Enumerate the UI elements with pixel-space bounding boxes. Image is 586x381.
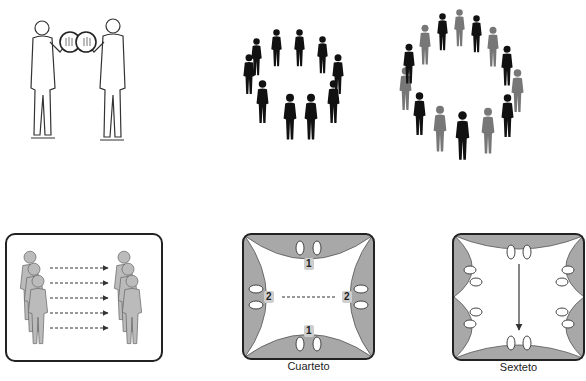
- callout-number: 1: [304, 325, 314, 337]
- panel-caption: Sexteto: [454, 361, 583, 373]
- circle-of-people: [400, 9, 524, 160]
- panel-caption: Cuarteto: [244, 360, 373, 372]
- callout-number: 2: [264, 291, 274, 303]
- callout-number: 1: [304, 258, 314, 270]
- callout-number: 2: [342, 291, 352, 303]
- quartet-view: [243, 234, 374, 359]
- lines-panel: [6, 234, 162, 361]
- figure-panel: Sexteto: [452, 233, 585, 361]
- circle-of-people: [243, 29, 343, 139]
- figure-panel: Cuarteto: [242, 233, 375, 360]
- pair-figure: [31, 19, 125, 140]
- sextet-view: [453, 234, 584, 360]
